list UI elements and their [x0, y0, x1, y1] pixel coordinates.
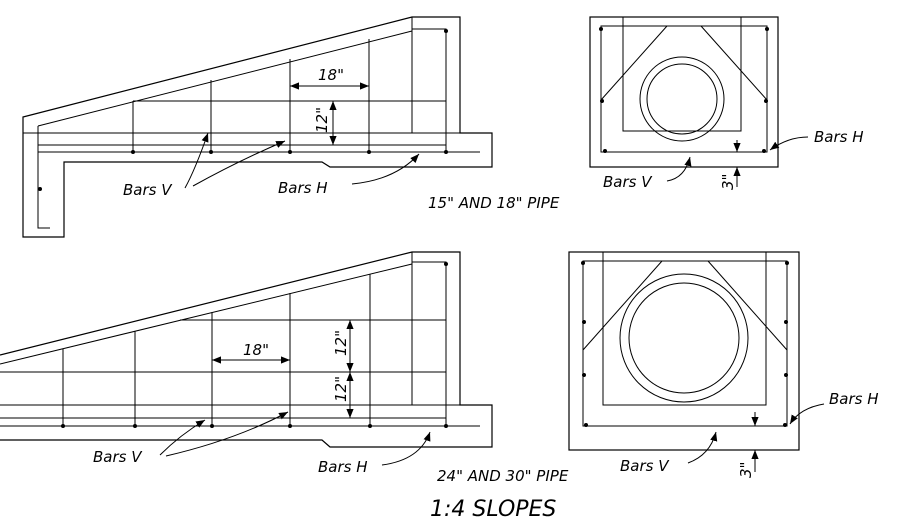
top-caption: 15" AND 18" PIPE	[428, 194, 560, 212]
drawing-title: 1:4 SLOPES	[430, 497, 556, 522]
top-end-bars-v-label: Bars V	[603, 173, 653, 191]
top-side-elevation: 18" 12" Bars V Bars H	[22, 16, 493, 238]
bottom-end-view: 3" Bars V Bars H	[568, 251, 879, 478]
top-cover-dimension: 3"	[719, 174, 737, 190]
bottom-bars-h-label: Bars H	[318, 458, 368, 476]
bottom-side-elevation: 18" 12" 12" Bars V Bars H	[0, 251, 493, 476]
bottom-spacing-vertical-lower: 12"	[332, 376, 350, 402]
top-bars-h-label: Bars H	[278, 179, 328, 197]
bottom-bars-v-label: Bars V	[93, 448, 143, 466]
top-spacing-vertical: 12"	[313, 107, 331, 133]
bottom-caption: 24" AND 30" PIPE	[437, 467, 569, 485]
top-spacing-horizontal: 18"	[318, 66, 344, 84]
bottom-spacing-vertical-upper: 12"	[332, 330, 350, 356]
top-bars-v-label: Bars V	[123, 181, 173, 199]
top-end-bars-h-label: Bars H	[814, 128, 864, 146]
bottom-cover-dimension: 3"	[737, 462, 755, 478]
bottom-end-bars-h-label: Bars H	[829, 390, 879, 408]
bottom-end-bars-v-label: Bars V	[620, 457, 670, 475]
bottom-spacing-horizontal: 18"	[243, 341, 269, 359]
top-end-view: 3" Bars V Bars H	[589, 16, 864, 191]
